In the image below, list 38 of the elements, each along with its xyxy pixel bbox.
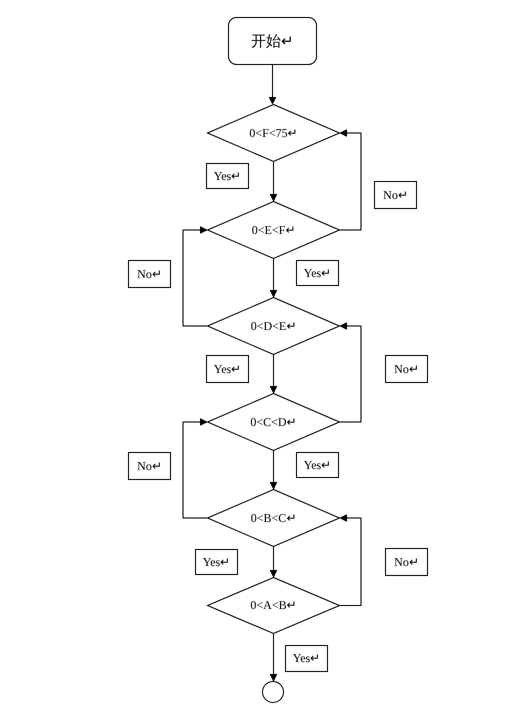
edge-label: No↵ bbox=[385, 355, 428, 383]
condition-text: 0<C<D↵ bbox=[250, 414, 297, 430]
decision-diamond bbox=[207, 577, 340, 634]
edge-label: Yes↵ bbox=[206, 163, 249, 189]
edge-label: No↵ bbox=[128, 452, 171, 480]
condition-text: 0<D<E↵ bbox=[250, 318, 296, 334]
condition-text: 0<B<C↵ bbox=[250, 510, 296, 526]
arrow bbox=[182, 418, 208, 518]
arrow bbox=[270, 258, 278, 298]
edge-label: No↵ bbox=[374, 181, 417, 209]
decision-diamond bbox=[207, 104, 340, 162]
arrow bbox=[270, 450, 278, 490]
start-text: 开始↵ bbox=[251, 32, 294, 50]
arrow bbox=[268, 64, 276, 104]
arrow bbox=[340, 322, 362, 422]
condition-text: 0<E<F↵ bbox=[252, 222, 296, 238]
condition-text: 0<F<75↵ bbox=[249, 126, 298, 140]
edge-label: No↵ bbox=[128, 260, 171, 288]
arrow bbox=[182, 226, 208, 326]
condition-text: 0<A<B↵ bbox=[250, 598, 297, 613]
arrow bbox=[270, 162, 278, 202]
start-box bbox=[228, 17, 317, 65]
decision-diamond bbox=[207, 297, 340, 355]
edge-label: Yes↵ bbox=[285, 645, 328, 672]
edge-label: Yes↵ bbox=[195, 549, 238, 575]
edge-label: Yes↵ bbox=[296, 452, 339, 478]
decision-diamond bbox=[207, 201, 340, 259]
arrow bbox=[340, 514, 362, 606]
end-circle bbox=[262, 681, 284, 703]
edge-label: Yes↵ bbox=[206, 355, 249, 383]
arrow bbox=[340, 129, 362, 230]
decision-diamond bbox=[207, 393, 340, 451]
arrow bbox=[270, 354, 278, 394]
edge-label: No↵ bbox=[385, 548, 428, 576]
edge-label: Yes↵ bbox=[296, 260, 339, 286]
decision-diamond bbox=[207, 489, 340, 547]
arrow bbox=[270, 634, 278, 682]
arrow bbox=[270, 546, 278, 578]
